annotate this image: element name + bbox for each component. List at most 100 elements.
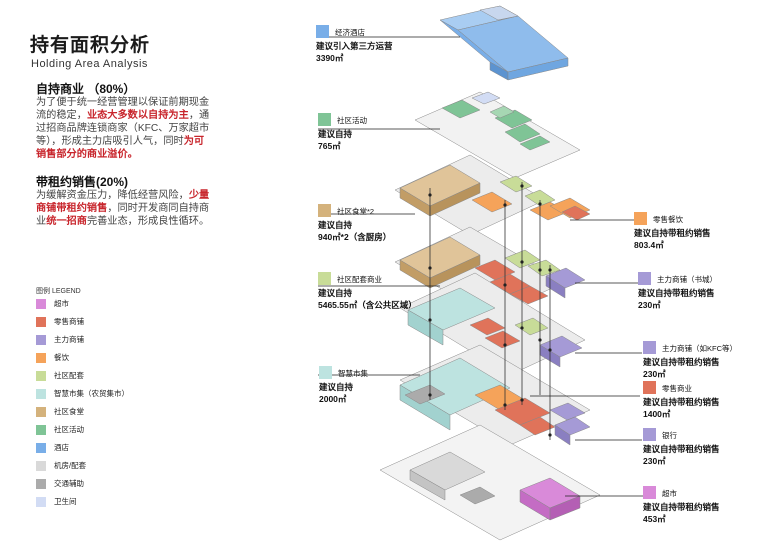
legend-label: 卫生间 xyxy=(54,497,77,506)
callout-advice: 建议自持 xyxy=(318,220,353,230)
body-text: 为缓解资金压力，降低经营风险， xyxy=(36,190,189,201)
self-held-heading: 自持商业 （80%） xyxy=(36,82,136,96)
body-line: 为缓解资金压力，降低经营风险，少量 xyxy=(36,189,221,202)
ground-level xyxy=(399,344,591,446)
callout-area: 3390㎡ xyxy=(316,53,344,63)
callout-advice: 建议自持带租约销售 xyxy=(638,288,715,298)
callout-name: 社区活动 xyxy=(337,116,367,125)
legend-swatch xyxy=(36,298,46,309)
callout-area: 803.4㎡ xyxy=(634,240,664,250)
circulation-dots xyxy=(428,184,552,437)
legend-label: 社区活动 xyxy=(54,425,84,434)
legend-label: 交通辅助 xyxy=(54,479,84,488)
callout-area: 230㎡ xyxy=(643,456,666,466)
legend-swatch xyxy=(36,316,46,327)
legend-title: 图例 LEGEND xyxy=(36,288,81,295)
callout-advice: 建议自持 xyxy=(319,382,354,392)
legend-item: 机房/配套 xyxy=(36,460,86,471)
highlight-text: 业态大多数以自持为主 xyxy=(86,110,189,121)
callout-swatch xyxy=(643,428,656,441)
body-line: 商铺带租约销售，同时开发商同自持商 xyxy=(36,202,221,215)
circulation-lines xyxy=(429,182,551,440)
self-held-body: 为了便于统一经营管理以保证前期现金流的稳定，业态大多数以自持为主，通过招商品牌连… xyxy=(36,96,221,161)
legend-swatch xyxy=(36,442,46,453)
callout-advice: 建议自持带租约销售 xyxy=(643,502,720,512)
leader-lines xyxy=(318,36,645,497)
canteen-level xyxy=(394,154,591,236)
callout-swatch xyxy=(643,486,656,499)
callout-area: 940㎡*2（含厨房） xyxy=(318,232,392,242)
legend-swatch xyxy=(36,352,46,363)
legend-item: 社区配套 xyxy=(36,370,84,381)
callout-name: 社区食堂*2 xyxy=(337,207,375,216)
legend-item: 零售商铺 xyxy=(36,316,84,327)
legend-label: 零售商铺 xyxy=(54,317,84,326)
body-line: 等），形成主力店吸引人气，同时为可 xyxy=(36,135,221,148)
callout-advice: 建议自持带租约销售 xyxy=(643,397,720,407)
callout-swatch xyxy=(643,381,656,394)
body-text: 等），形成主力店吸引人气，同时 xyxy=(36,136,184,147)
callout-swatch xyxy=(634,212,647,225)
highlight-text: 商铺带租约销售 xyxy=(36,203,108,214)
basement-level xyxy=(379,424,601,541)
leased-body: 为缓解资金压力，降低经营风险，少量商铺带租约销售，同时开发商同自持商业统一招商完… xyxy=(36,189,221,228)
legend-label: 智慧市集（农贸集市） xyxy=(54,389,129,398)
legend-label: 酒店 xyxy=(54,443,69,452)
legend-item: 主力商铺 xyxy=(36,334,84,345)
legend-item: 社区活动 xyxy=(36,424,84,435)
callout-area: 5465.55㎡（含公共区域） xyxy=(318,300,417,310)
body-text: 流的稳定， xyxy=(36,110,87,121)
highlight-text: 为可 xyxy=(183,136,205,147)
legend-swatch xyxy=(36,478,46,489)
callout-name: 主力商铺（书城） xyxy=(657,275,717,284)
body-text: 为了便于统一经营管理以保证前期现金 xyxy=(36,97,210,108)
body-line: 业统一招商完善业态，形成良性循环。 xyxy=(36,215,221,228)
legend-label: 机房/配套 xyxy=(54,461,87,470)
callout-advice: 建议自持带租约销售 xyxy=(643,357,720,367)
callout-name: 社区配套商业 xyxy=(337,275,382,284)
callout-swatch xyxy=(318,113,331,126)
callout-swatch xyxy=(319,366,332,379)
legend-label: 主力商铺 xyxy=(54,335,84,344)
highlight-text: 少量 xyxy=(188,190,210,201)
legend-swatch xyxy=(36,388,46,399)
callout-name: 主力商铺（如KFC等） xyxy=(662,344,737,353)
hotel-block xyxy=(439,5,569,81)
callout-name: 零售商业 xyxy=(662,384,692,393)
page-title: 持有面积分析 xyxy=(30,35,151,56)
legend-item: 卫生间 xyxy=(36,496,77,507)
legend-label: 餐饮 xyxy=(54,353,69,362)
body-line: 过招商品牌连锁商家（KFC、万家超市 xyxy=(36,122,221,135)
legend-item: 交通辅助 xyxy=(36,478,84,489)
body-line: 销售部分的商业溢价。 xyxy=(36,148,221,161)
callout-swatch xyxy=(316,25,329,38)
callout-advice: 建议自持带租约销售 xyxy=(643,444,720,454)
page-subtitle: Holding Area Analysis xyxy=(31,58,148,70)
callout-name: 智慧市集 xyxy=(338,369,368,378)
body-text: 业 xyxy=(36,216,47,227)
callout-advice: 建议自持 xyxy=(318,129,353,139)
callout-advice: 建议自持带租约销售 xyxy=(634,228,711,238)
callout-area: 1400㎡ xyxy=(643,409,671,419)
legend-swatch xyxy=(36,406,46,417)
legend-item: 酒店 xyxy=(36,442,69,453)
callout-advice: 建议引入第三方运营 xyxy=(316,41,393,51)
body-text: 完善业态，形成良性循环。 xyxy=(86,216,210,227)
legend-item: 餐饮 xyxy=(36,352,69,363)
legend-swatch xyxy=(36,496,46,507)
callout-area: 230㎡ xyxy=(638,300,661,310)
legend-label: 超市 xyxy=(54,299,69,308)
callout-name: 经济酒店 xyxy=(335,28,365,37)
callout-area: 230㎡ xyxy=(643,369,666,379)
body-text: 过招商品牌连锁商家（KFC、万家超市 xyxy=(36,123,210,134)
legend-swatch xyxy=(36,334,46,345)
body-text: ，同时开发商同自持商 xyxy=(107,203,210,214)
commercial-level xyxy=(394,226,586,318)
legend-item: 智慧市集（农贸集市） xyxy=(36,388,129,399)
callout-name: 零售餐饮 xyxy=(653,215,683,224)
highlight-text: 统一招商 xyxy=(46,216,87,227)
legend-swatch xyxy=(36,460,46,471)
callout-area: 453㎡ xyxy=(643,514,666,524)
legend-swatch xyxy=(36,370,46,381)
legend-swatch xyxy=(36,424,46,435)
